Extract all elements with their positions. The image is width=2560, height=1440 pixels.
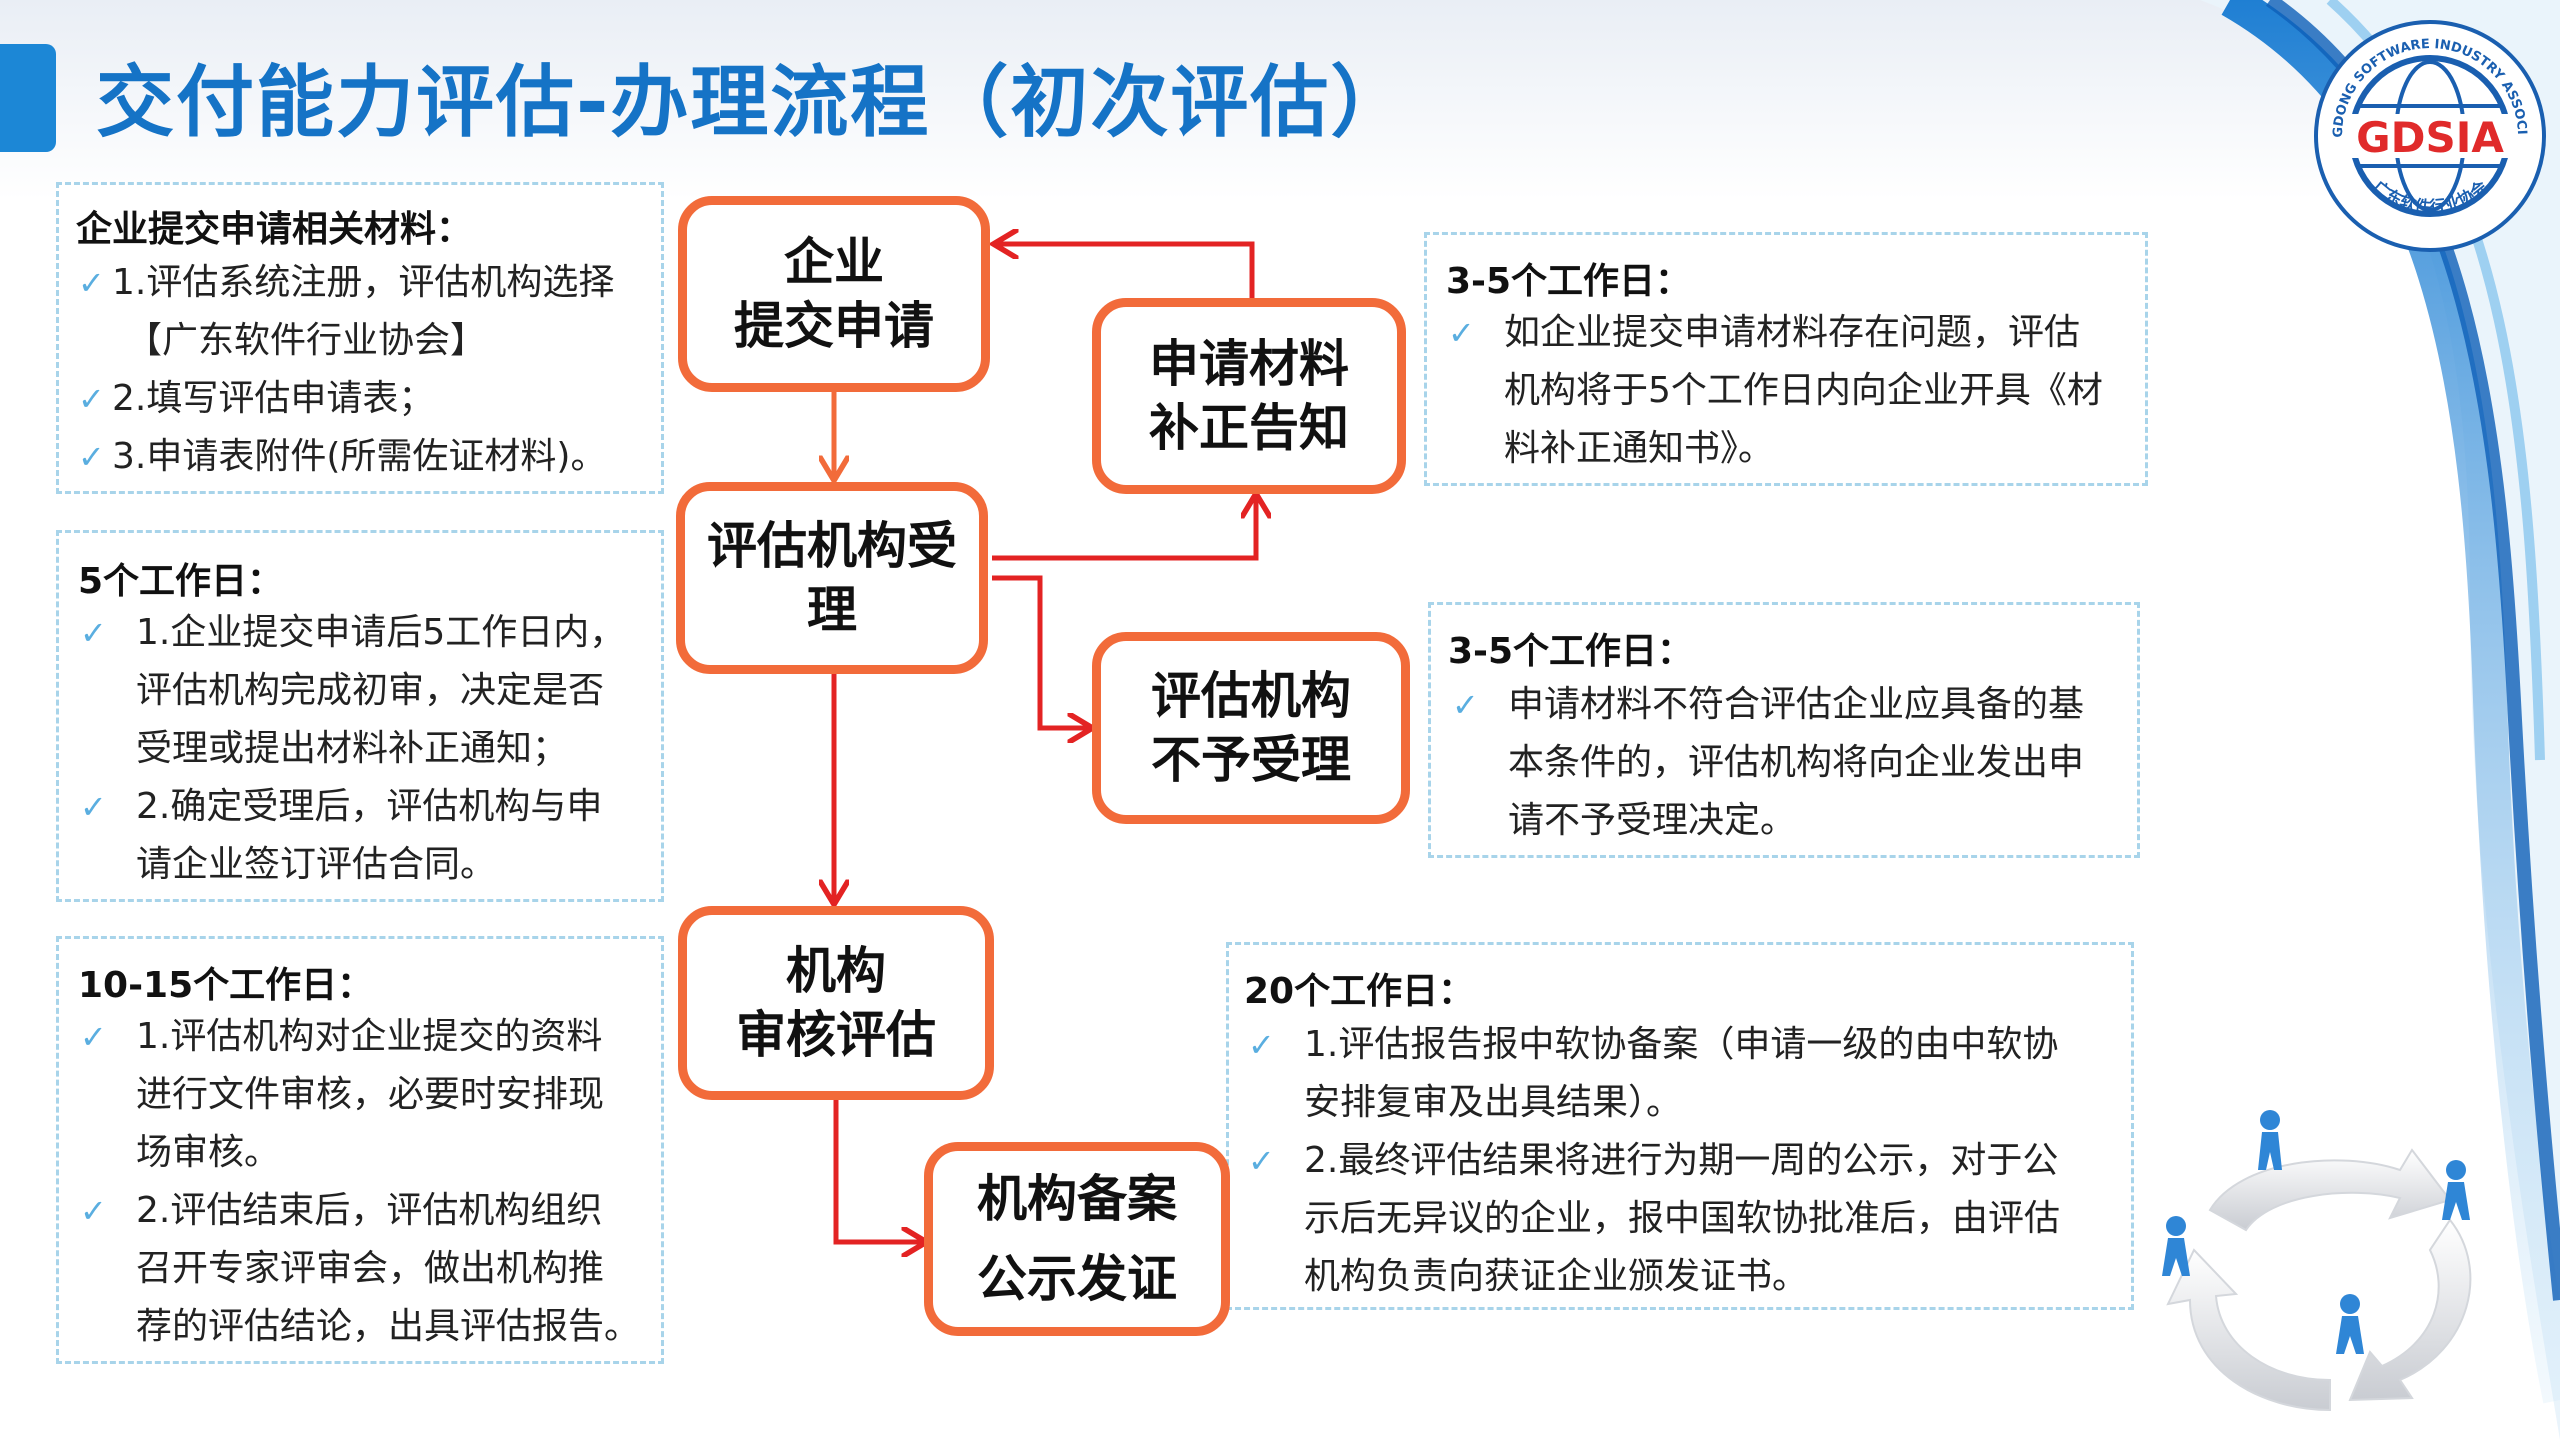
panel-reject-line: 申请材料不符合评估企业应具备的基 [1508,684,2085,725]
check-icon: ✓ [80,614,107,652]
gdsia-logo: GDSIA GUANGDONG SOFTWARE INDUSTRY ASSOCI… [2312,18,2546,252]
panel-five-days-line: 1.企业提交申请后5工作日内， [136,612,626,653]
panel-twenty-line: 机构负责向获证企业颁发证书。 [1304,1256,1809,1297]
flow-box-submit: 企业 提交申请 [678,196,990,392]
panel-materials-line: 1.评估系统注册，评估机构选择 [112,262,615,303]
panel-twenty-days [1226,942,2134,1310]
panel-materials-line: 3.申请表附件(所需佐证材料)。 [112,436,607,477]
panel-five-days [56,530,664,902]
panel-five-days-title: 5个工作日： [78,561,284,602]
panel-ten-fifteen-line: 2.评估结束后，评估机构组织 [136,1190,603,1231]
panel-supplement-days-title: 3-5个工作日： [1446,261,1692,302]
panel-ten-fifteen-line: 1.评估机构对企业提交的资料 [136,1016,603,1057]
panel-materials [56,182,664,494]
check-icon: ✓ [1248,1026,1275,1064]
flow-box-supplement-line: 补正告知 [1149,399,1349,457]
title-accent-bar [0,44,56,152]
panel-five-days-line: 评估机构完成初审，决定是否 [136,670,605,711]
panel-twenty-line: 安排复审及出具结果）。 [1304,1082,1683,1123]
panel-ten-fifteen-line: 召开专家评审会，做出机构推 [136,1248,605,1289]
flow-box-supplement-line: 申请材料 [1149,335,1349,393]
check-icon: ✓ [80,1192,107,1230]
check-icon: ✓ [78,264,105,302]
panel-supplement-line: 料补正通知书》。 [1504,428,1775,469]
svg-text:GDSIA: GDSIA [2356,113,2504,162]
check-icon: ✓ [1248,1142,1275,1180]
panel-materials-line: 【广东软件行业协会】 [126,320,487,361]
panel-ten-fifteen-line: 荐的评估结论，出具评估报告。 [136,1306,641,1347]
flow-box-review-line: 审核评估 [736,1006,936,1064]
panel-materials-line: 2.填写评估申请表； [112,378,435,419]
panel-supplement-line: 如企业提交申请材料存在问题，评估 [1504,312,2081,353]
arrow-supplement-to-submit [996,244,1255,302]
flow-box-accept-line: 理 [807,581,857,639]
flow-box-submit-line: 企业 [784,233,884,291]
flow-box-supplement: 申请材料 补正告知 [1092,298,1406,494]
panel-five-days-line: 2.确定受理后，评估机构与申 [136,786,603,827]
panel-twenty-line: 2.最终评估结果将进行为期一周的公示，对于公 [1304,1140,2059,1181]
panel-reject-days [1428,602,2140,858]
flow-box-review-line: 机构 [786,942,886,1000]
flow-box-accept-line: 评估机构受 [707,517,957,575]
check-icon: ✓ [80,788,107,826]
check-icon: ✓ [1452,686,1479,724]
page-title: 交付能力评估-办理流程（初次评估） [96,58,1411,148]
flow-box-accept: 评估机构受 理 [676,482,988,674]
flow-box-publish-line: 机构备案 [977,1170,1177,1228]
panel-reject-line: 本条件的，评估机构将向企业发出申 [1508,742,2085,783]
flow-box-reject: 评估机构 不予受理 [1092,632,1410,824]
panel-twenty-line: 示后无异议的企业，报中国软协批准后，由评估 [1304,1198,2061,1239]
header-background [0,0,2560,200]
panel-five-days-line: 请企业签订评估合同。 [136,844,497,885]
panel-supplement-line: 机构将于5个工作日内向企业开具《材 [1504,370,2103,411]
panel-five-days-line: 受理或提出材料补正通知； [136,728,569,769]
arrow-review-to-publish [833,1100,924,1242]
panel-reject-line: 请不予受理决定。 [1508,800,1797,841]
check-icon: ✓ [1448,314,1475,352]
panel-materials-title: 企业提交申请相关材料： [76,209,473,250]
flow-box-publish: 机构备案 公示发证 [924,1142,1230,1336]
flow-box-reject-line: 评估机构 [1151,667,1351,725]
check-icon: ✓ [78,380,105,418]
flow-box-publish-line: 公示发证 [977,1250,1177,1308]
panel-reject-days-title: 3-5个工作日： [1448,631,1694,672]
flow-box-reject-line: 不予受理 [1151,731,1351,789]
arrow-accept-to-supplement [992,496,1256,561]
check-icon: ✓ [80,1018,107,1056]
flow-box-review: 机构 审核评估 [678,906,994,1100]
teamwork-cycle-illustration [2162,1110,2472,1412]
check-icon: ✓ [78,438,105,476]
panel-ten-fifteen-days [56,936,664,1364]
flow-box-submit-line: 提交申请 [734,297,934,355]
panel-ten-fifteen-line: 场审核。 [136,1132,281,1173]
panel-ten-fifteen-line: 进行文件审核，必要时安排现 [136,1074,605,1115]
panel-ten-fifteen-days-title: 10-15个工作日： [78,965,374,1006]
arrow-accept-to-reject [992,575,1090,728]
panel-twenty-days-title: 20个工作日： [1244,971,1475,1012]
panel-twenty-line: 1.评估报告报中软协备案（申请一级的由中软协 [1304,1024,2059,1065]
panel-supplement-days [1424,232,2148,486]
